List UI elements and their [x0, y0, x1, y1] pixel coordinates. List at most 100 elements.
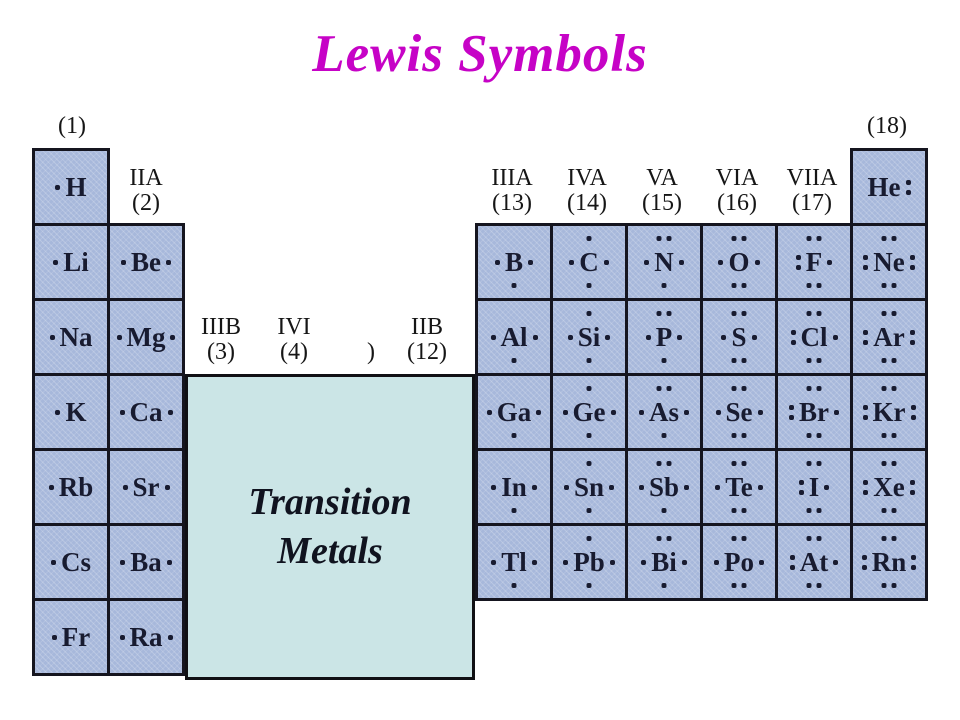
lewis-dots-top	[656, 236, 672, 241]
lewis-dot	[656, 236, 662, 241]
lewis-dot	[528, 259, 533, 265]
lewis-dot	[741, 386, 747, 391]
element-symbol: Mg	[126, 321, 166, 352]
lewis-dots-top	[586, 461, 592, 466]
header-group-18: (18)	[832, 114, 942, 139]
element-symbol: Kr	[872, 396, 906, 427]
lewis-dot	[806, 508, 812, 513]
element-symbol: Po	[724, 546, 754, 577]
lewis-dot	[638, 484, 644, 490]
lewis-dots-bottom	[511, 358, 517, 363]
lewis-dot	[891, 311, 897, 316]
lewis-dot	[910, 404, 916, 410]
lewis-dot	[656, 461, 662, 466]
lewis-dots-right	[909, 329, 915, 345]
lewis-dot	[795, 264, 801, 270]
lewis-dot	[731, 461, 737, 466]
lewis-dot	[816, 386, 822, 391]
lewis-dot	[863, 264, 869, 270]
lewis-dot	[816, 583, 822, 588]
lewis-dots-left	[798, 479, 804, 495]
lewis-dot	[757, 484, 763, 490]
lewis-dot	[741, 508, 747, 513]
element-symbol: F	[805, 246, 823, 277]
page-title: Lewis Symbols	[312, 25, 648, 83]
lewis-dot	[586, 386, 592, 391]
lewis-dot	[795, 254, 801, 260]
header-line: IVA	[567, 165, 607, 191]
lewis-dot	[563, 559, 569, 565]
element-symbol: H	[65, 171, 87, 202]
element-symbol: Cs	[60, 546, 91, 577]
lewis-dot	[567, 334, 573, 340]
lewis-dots-right	[905, 179, 911, 195]
lewis-dot	[861, 564, 867, 570]
element-cell-c: C	[550, 223, 628, 301]
lewis-dot	[684, 484, 690, 490]
element-symbol: Pb	[573, 546, 605, 577]
element-cell-rn: Rn	[850, 523, 928, 601]
header-line: (15)	[642, 190, 682, 216]
lewis-dot	[863, 489, 869, 495]
lewis-dot	[862, 404, 868, 410]
lewis-dot	[910, 414, 916, 420]
lewis-dots-left	[789, 554, 795, 570]
lewis-dot	[741, 583, 747, 588]
lewis-dot	[891, 283, 897, 288]
element-cell-pb: Pb	[550, 523, 628, 601]
lewis-dot	[905, 189, 911, 195]
lewis-dot	[909, 254, 915, 260]
lewis-dots-top	[586, 386, 592, 391]
lewis-dot	[891, 536, 897, 541]
lewis-dots-bottom	[586, 283, 592, 288]
lewis-dot	[891, 508, 897, 513]
lewis-dots-bottom	[806, 358, 822, 363]
lewis-dot	[586, 433, 592, 438]
lewis-dots-right	[909, 254, 915, 270]
element-cell-at: At	[775, 523, 853, 601]
header-line: (4)	[280, 339, 308, 365]
header-line: IVI	[277, 314, 311, 340]
lewis-dots-bottom	[511, 433, 517, 438]
lewis-dot	[789, 554, 795, 560]
lewis-dot	[645, 334, 651, 340]
element-symbol: Se	[725, 396, 753, 427]
element-cell-fr: Fr	[32, 598, 110, 676]
element-cell-ba: Ba	[107, 523, 185, 601]
lewis-dots-bottom	[586, 433, 592, 438]
header-line: (18)	[867, 113, 907, 139]
element-cell-sr: Sr	[107, 448, 185, 526]
transition-metals-box: Transition Metals	[185, 374, 475, 680]
lewis-dots-bottom	[731, 508, 747, 513]
lewis-dot	[666, 236, 672, 241]
element-cell-xe: Xe	[850, 448, 928, 526]
lewis-dot	[832, 334, 838, 340]
element-symbol: Cl	[800, 321, 828, 352]
lewis-dot	[116, 334, 122, 340]
lewis-dot	[891, 386, 897, 391]
lewis-dot	[122, 484, 128, 490]
element-cell-br: Br	[775, 373, 853, 451]
element-cell-bi: Bi	[625, 523, 703, 601]
lewis-dot	[806, 536, 812, 541]
element-cell-p: P	[625, 298, 703, 376]
lewis-dot	[806, 236, 812, 241]
element-symbol: P	[655, 321, 673, 352]
lewis-dot	[806, 311, 812, 316]
header-group-13: IIIA(13)	[457, 166, 567, 216]
lewis-dot	[909, 489, 915, 495]
lewis-dots-top	[586, 536, 592, 541]
header-line: (16)	[717, 190, 757, 216]
transition-metals-line1: Transition	[248, 480, 412, 523]
lewis-dot	[586, 536, 592, 541]
lewis-dot	[881, 386, 887, 391]
lewis-dot	[486, 409, 492, 415]
header-group-15: VA(15)	[607, 166, 717, 216]
lewis-dot	[166, 259, 171, 265]
lewis-dot	[731, 283, 737, 288]
lewis-dot	[790, 339, 796, 345]
element-symbol: Al	[500, 321, 528, 352]
lewis-dots-top	[881, 311, 897, 316]
lewis-dot	[714, 559, 719, 565]
element-symbol: Be	[131, 246, 161, 277]
